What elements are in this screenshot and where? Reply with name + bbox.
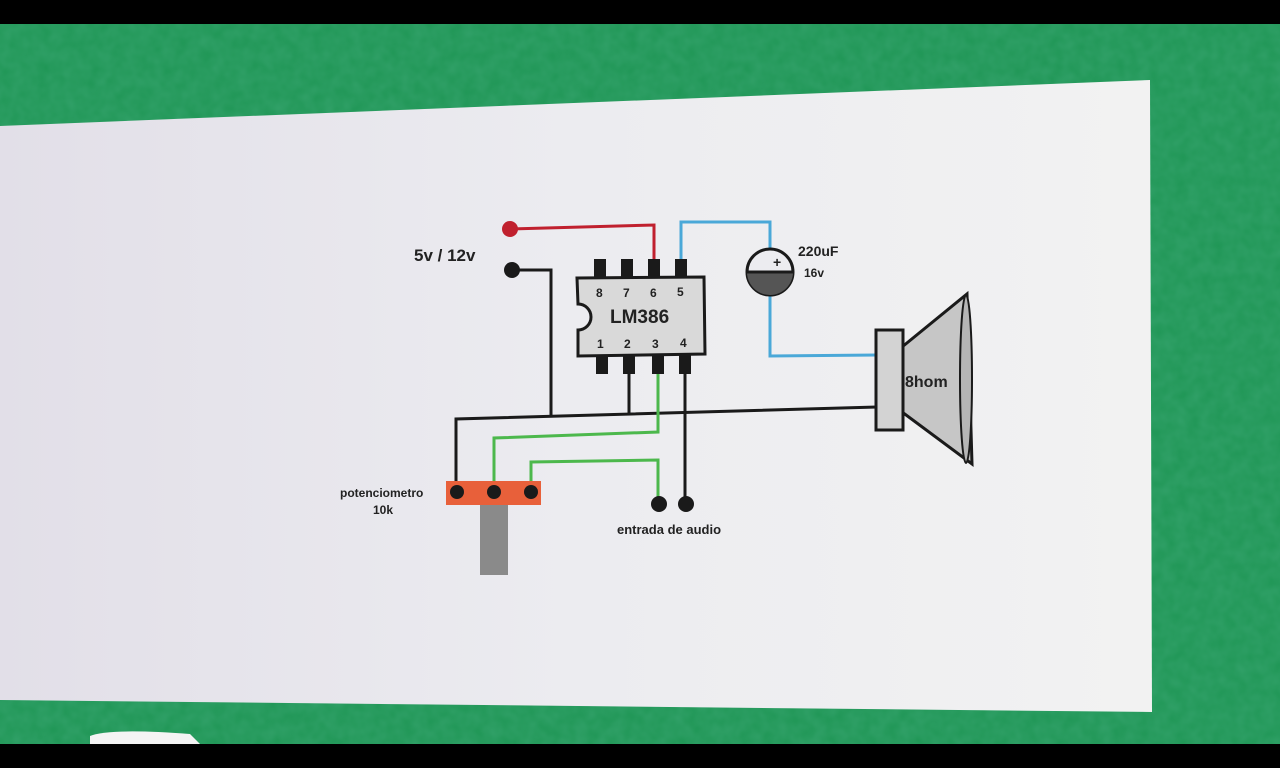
top-letterbox [0, 0, 1280, 24]
audio-input-signal-terminal [651, 496, 667, 512]
power-wire [509, 223, 656, 262]
capacitor-plus: + [773, 254, 781, 270]
potentiometer: potenciometro 10k [340, 481, 541, 575]
chip-top-pins [594, 259, 687, 279]
signal-wires [492, 365, 660, 502]
pot-terminal-1 [450, 485, 464, 499]
chip-pin-label: 3 [652, 337, 659, 351]
ground-bus [454, 405, 878, 490]
audio-input-ground-terminal [678, 496, 694, 512]
pot-label-name: potenciometro [340, 486, 423, 500]
pot-to-input [529, 458, 660, 502]
bottom-letterbox [0, 744, 1280, 768]
chip-pin-label: 5 [677, 285, 684, 299]
paper-scrap [90, 731, 200, 744]
capacitor: + 220uF 16v [745, 243, 839, 297]
capacitor-value: 220uF [798, 243, 839, 259]
pot-label-value: 10k [373, 503, 393, 517]
cap-to-speaker-wire [768, 296, 878, 358]
speaker-rim [959, 294, 973, 464]
output-wire [679, 220, 772, 262]
capacitor-negative-half [747, 272, 793, 295]
speaker-magnet [874, 328, 905, 432]
chip-pin-label: 6 [650, 286, 657, 300]
pin3-to-wiper [492, 365, 660, 490]
power-terminal-ground [504, 262, 520, 278]
chip-name: LM386 [610, 307, 669, 328]
speaker-label: 8hom [905, 374, 948, 391]
chip-pin-label: 7 [623, 286, 630, 300]
paper-sheet [0, 80, 1152, 712]
audio-input: entrada de audio [617, 496, 721, 537]
lm386-chip: LM386 8 7 6 5 1 2 3 4 [575, 259, 707, 374]
chip-bottom-pins [596, 352, 691, 374]
chip-pin-label: 1 [597, 337, 604, 351]
chip-pin-label: 8 [596, 286, 603, 300]
power-label: 5v / 12v [414, 246, 476, 265]
chip-body [575, 275, 707, 358]
pot-shaft [480, 500, 508, 575]
audio-input-label: entrada de audio [617, 522, 721, 537]
chip-pin-label: 4 [680, 336, 687, 350]
supply-wire [512, 268, 553, 417]
pot-terminal-3 [524, 485, 538, 499]
power-terminal-positive [502, 221, 518, 237]
chip-pin-label: 2 [624, 337, 631, 351]
capacitor-voltage: 16v [804, 266, 824, 280]
pot-terminal-wiper [487, 485, 501, 499]
speaker: 8hom [874, 290, 974, 468]
